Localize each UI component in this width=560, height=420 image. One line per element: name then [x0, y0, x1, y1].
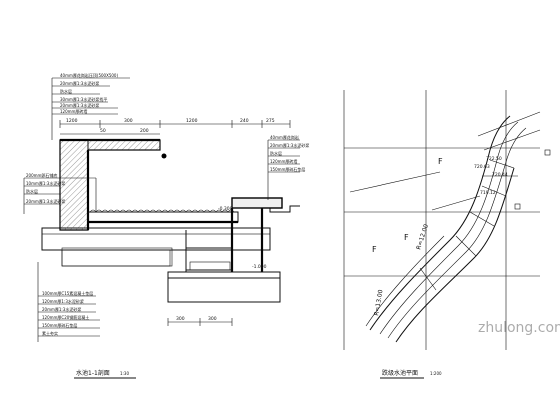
- dim-bottom-1: 300: [176, 316, 185, 322]
- grid-marker-1: [514, 203, 521, 210]
- dim-top-4: 240: [240, 118, 249, 124]
- mid-left-callout-group: 200mm卵石铺底 10mm厚1:3水泥砂浆 防水层 20mm厚1:3水泥砂浆: [23, 172, 97, 214]
- dim-top-7: 200: [140, 128, 149, 134]
- leader-d: [431, 195, 481, 211]
- right-callout-5: 150mm厚碎石垫层: [270, 166, 305, 172]
- section-mark-3: F: [372, 245, 377, 254]
- step-line-5: [419, 267, 437, 291]
- left-drawing-title: 水池1-1剖面: [76, 369, 110, 377]
- bottom-callout-5: 150mm厚碎石垫层: [42, 322, 77, 328]
- callout-dot: [161, 153, 167, 159]
- level-mark-1: -0.300: [218, 206, 233, 212]
- step-line-4: [489, 159, 515, 169]
- bottom-callout-6: 素土夯实: [42, 330, 58, 336]
- top-callout-3: 防水层: [60, 88, 72, 94]
- step-line-2: [469, 211, 495, 227]
- dim-top-2: 300: [124, 118, 133, 124]
- right-callout-2: 20mm厚1:3水泥砂浆: [270, 142, 309, 148]
- pool-band-1: [379, 121, 519, 335]
- dim-top-1: 1200: [66, 118, 78, 124]
- watermark: zhulong.com: [478, 320, 560, 336]
- mid-callout-2: 10mm厚1:3水泥砂浆: [26, 180, 65, 186]
- mid-callout-4: 20mm厚1:3水泥砂浆: [26, 198, 65, 204]
- top-callout-2: 20mm厚1:3水泥砂浆: [60, 80, 99, 86]
- left-drawing-scale: 1:30: [120, 371, 129, 376]
- right-coping-stone: [231, 197, 283, 209]
- bottom-callout-2: 120mm厚1:3水泥砂浆: [42, 298, 84, 304]
- step-line-3: [481, 185, 507, 197]
- right-callout-1: 40mm厚花岗岩: [270, 134, 299, 140]
- right-callout-group: 40mm厚花岗岩 20mm厚1:3水泥砂浆 防水层 120mm厚砖墙 150mm…: [161, 134, 309, 200]
- lower-pool-basin: [185, 247, 233, 271]
- bottom-callout-3: 20mm厚1:3水泥砂浆: [42, 306, 81, 312]
- top-callout-5: 20mm厚1:3水泥砂浆: [60, 102, 99, 108]
- pool-inner-edge: [395, 167, 515, 343]
- base-slab: [41, 227, 271, 251]
- lower-base-gravel: [167, 277, 281, 303]
- base-gravel-dots: [61, 249, 171, 267]
- pool-edge-extra: [365, 235, 445, 327]
- level-mark-2: -1.000: [252, 264, 267, 270]
- top-callout-group: 40mm厚花岗岩压顶(500X500) 20mm厚1:3水泥砂浆 防水层 30m…: [51, 72, 130, 140]
- lower-base-slab: [167, 271, 281, 279]
- base-hatch: [41, 227, 271, 235]
- radius-label-1: R=12.00: [415, 223, 430, 250]
- dim-top-3: 1200: [186, 118, 198, 124]
- leader-a: [477, 111, 541, 137]
- top-callout-6: 120mm厚砖墙: [60, 108, 87, 114]
- bottom-callout-4: 120mm厚C20钢筋混凝土: [42, 314, 89, 320]
- plan-label-3: 720.44: [492, 172, 508, 178]
- dim-top-6: 50: [100, 128, 106, 134]
- right-callout-4: 120mm厚砖墙: [270, 158, 297, 164]
- right-drawing-title: 跌级水池平面: [382, 369, 418, 377]
- dim-top-5: 275: [266, 118, 275, 124]
- pool-band-2: [387, 127, 527, 339]
- top-callout-1: 40mm厚花岗岩压顶(500X500): [60, 72, 118, 78]
- step-line-1: [455, 235, 477, 257]
- plan-label-4: 719.12: [480, 190, 496, 196]
- plan-label-2: 720.63: [474, 164, 490, 170]
- leader-c: [349, 171, 441, 193]
- right-drawing-scale: 1:200: [430, 371, 442, 376]
- right-plan-drawing: 722.50 720.63 720.44 719.12 F F F R=12.0…: [343, 90, 551, 379]
- bottom-callout-1: 100mm厚C15素混凝土垫层: [42, 290, 93, 296]
- leader-b: [483, 129, 541, 151]
- dim-bottom-2: 300: [208, 316, 217, 322]
- top-callout-4: 30mm厚1:3水泥砂浆找平: [60, 96, 107, 102]
- gravel-bed-left: [61, 247, 173, 267]
- radius-label-2: R=13.00: [373, 289, 385, 316]
- plan-label-1: 722.50: [486, 156, 502, 162]
- mid-callout-3: 防水层: [26, 188, 38, 194]
- lower-pool-pebbles: [189, 261, 231, 271]
- section-mark-1: F: [438, 157, 443, 166]
- mid-callout-1: 200mm卵石铺底: [26, 172, 57, 178]
- pebble-outline: [89, 209, 235, 213]
- left-section-drawing: 1200 300 1200 240 275 50 200 40mm厚花岗岩压顶(…: [23, 72, 309, 379]
- section-mark-2: F: [404, 233, 409, 242]
- bottom-callout-group: 100mm厚C15素混凝土垫层 120mm厚1:3水泥砂浆 20mm厚1:3水泥…: [37, 262, 100, 342]
- coping-stone: [87, 139, 161, 151]
- grid-marker-2: [544, 149, 551, 156]
- pebble-layer: [87, 211, 239, 223]
- watermark-text: zhulong.com: [478, 320, 560, 336]
- step-wall-fill: [231, 207, 263, 273]
- left-retaining-wall: [59, 139, 161, 231]
- pool-outer-edge: [369, 115, 511, 331]
- right-callout-3: 防水层: [270, 150, 282, 156]
